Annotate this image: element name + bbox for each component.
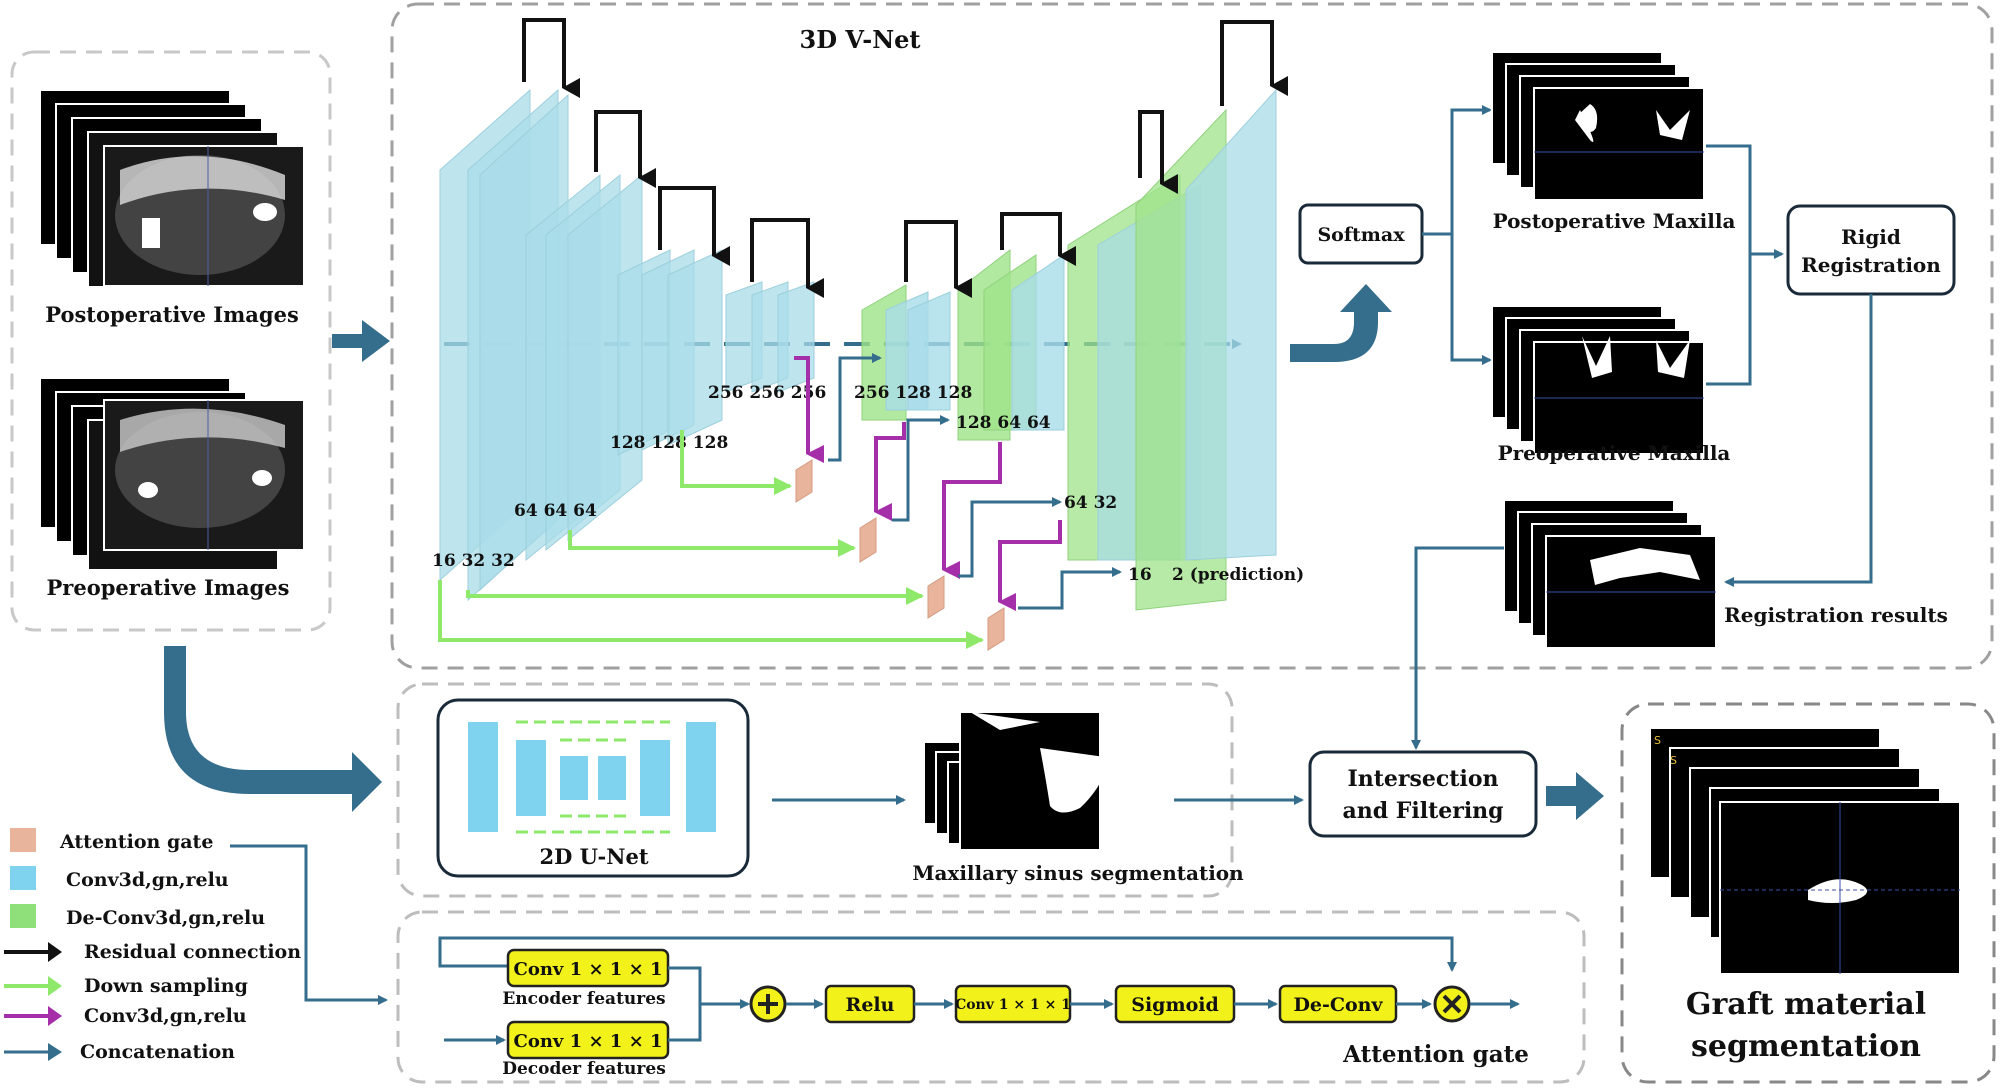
intersection-label-1: Intersection <box>1347 766 1498 792</box>
legend-label-4: Down sampling <box>84 975 248 997</box>
postoperative-maxilla-caption: Postoperative Maxilla <box>1493 209 1736 233</box>
legend-label-2: De-Conv3d,gn,relu <box>66 907 265 929</box>
graft-segmentation-stack: S S <box>1649 727 1961 975</box>
intersection-box <box>1308 750 1538 838</box>
postoperative-maxilla-stack <box>1491 51 1705 201</box>
attention-gate-title: Attention gate <box>1342 1041 1529 1068</box>
decoder-stage-1 <box>861 284 951 421</box>
rigid-label-1: Rigid <box>1841 225 1901 249</box>
encoder-stage-3 <box>617 249 723 456</box>
vnet-title: 3D V-Net <box>800 25 921 54</box>
svg-text:S: S <box>1670 754 1677 767</box>
legend-swatch-conv <box>10 866 36 890</box>
registration-to-results-arrow <box>1724 294 1873 587</box>
channels-enc1: 16 32 32 <box>432 551 515 571</box>
channels-enc2: 64 64 64 <box>514 501 597 521</box>
channels-dec2: 128 64 64 <box>956 413 1051 433</box>
input-to-vnet-arrow <box>332 320 390 362</box>
legend: Attention gate Conv3d,gn,relu De-Conv3d,… <box>4 828 301 1063</box>
attention-gate-detail: Conv 1 × 1 × 1 Encoder features Conv 1 ×… <box>438 936 1520 1079</box>
decoder-stage-2 <box>957 248 1065 441</box>
legend-swatch-attention <box>10 828 36 852</box>
decoder-conv-label: Conv 1 × 1 × 1 <box>514 1031 663 1052</box>
softmax-split-arrows <box>1422 105 1492 365</box>
results-to-intersection-arrow <box>1411 546 1504 750</box>
legend-label-0: Attention gate <box>59 831 213 853</box>
decoder-stage-4 <box>1135 88 1277 611</box>
preoperative-images-caption: Preoperative Images <box>46 575 289 600</box>
skip-connections <box>438 430 984 649</box>
residual-connections <box>522 18 1288 298</box>
graft-caption-1: Graft material <box>1686 987 1926 1022</box>
legend-swatch-deconv <box>10 904 36 928</box>
channels-enc4: 256 256 256 <box>708 383 826 403</box>
maxilla-to-registration-arrows <box>1706 144 1784 386</box>
unet-architecture-icon <box>468 720 716 834</box>
legend-label-6: Concatenation <box>80 1041 235 1063</box>
legend-label-1: Conv3d,gn,relu <box>66 869 229 891</box>
legend-label-3: Residual connection <box>84 941 301 963</box>
deconv-label: De-Conv <box>1293 994 1383 1016</box>
conv-arrows <box>794 356 1062 611</box>
legend-to-attention-arrow <box>230 844 388 1005</box>
legend-label-5: Conv3d,gn,relu <box>84 1005 247 1027</box>
attention-gate-1 <box>795 459 813 503</box>
attention-gate-4 <box>987 607 1005 651</box>
channels-dec4: 16 <box>1128 565 1152 585</box>
decoder-features-label: Decoder features <box>502 1059 666 1079</box>
vnet-panel <box>390 2 1994 670</box>
channels-dec5: 2 (prediction) <box>1172 565 1304 585</box>
conv3-label: Conv 1 × 1 × 1 <box>955 997 1071 1013</box>
encoder-features-label: Encoder features <box>502 989 665 1009</box>
sinus-segmentation-stack <box>923 711 1112 851</box>
unet-panel <box>396 682 1234 898</box>
unet-box <box>436 698 750 878</box>
intersection-to-graft-arrow <box>1546 772 1604 820</box>
intersection-label-2: and Filtering <box>1342 798 1503 824</box>
vnet-to-softmax-arrow <box>1290 284 1392 362</box>
svg-text:S: S <box>1654 734 1661 747</box>
concat-arrows <box>828 353 1122 610</box>
sinus-caption: Maxillary sinus segmentation <box>912 861 1244 885</box>
rigid-label-2: Registration <box>1801 253 1941 277</box>
registration-results-caption: Registration results <box>1724 603 1948 627</box>
channels-dec1: 256 128 128 <box>854 383 972 403</box>
attention-gate-2 <box>859 517 877 563</box>
softmax-label: Softmax <box>1317 224 1405 246</box>
attention-panel <box>396 910 1586 1084</box>
relu-label: Relu <box>846 994 895 1016</box>
channels-dec3: 64 32 <box>1064 493 1117 513</box>
graft-panel <box>1620 702 1996 1084</box>
preoperative-image-stack <box>39 377 305 571</box>
encoder-stage-4 <box>725 281 815 393</box>
preoperative-maxilla-stack <box>1491 305 1705 455</box>
channels-enc3: 128 128 128 <box>610 433 728 453</box>
sigmoid-label: Sigmoid <box>1131 994 1219 1016</box>
rigid-registration-box <box>1786 204 1956 296</box>
encoder-conv-label: Conv 1 × 1 × 1 <box>514 959 663 980</box>
preoperative-maxilla-caption: Preoperative Maxilla <box>1498 441 1731 465</box>
postoperative-images-caption: Postoperative Images <box>45 302 299 327</box>
attention-gate-3 <box>927 575 945 619</box>
input-to-unet-arrow <box>164 646 382 812</box>
input-panel <box>10 50 332 632</box>
attention-gate-blocks <box>795 459 1005 651</box>
graft-caption-2: segmentation <box>1691 1029 1921 1064</box>
unet-caption: 2D U-Net <box>539 844 648 869</box>
postoperative-image-stack <box>39 89 305 288</box>
registration-results-stack <box>1503 499 1717 649</box>
